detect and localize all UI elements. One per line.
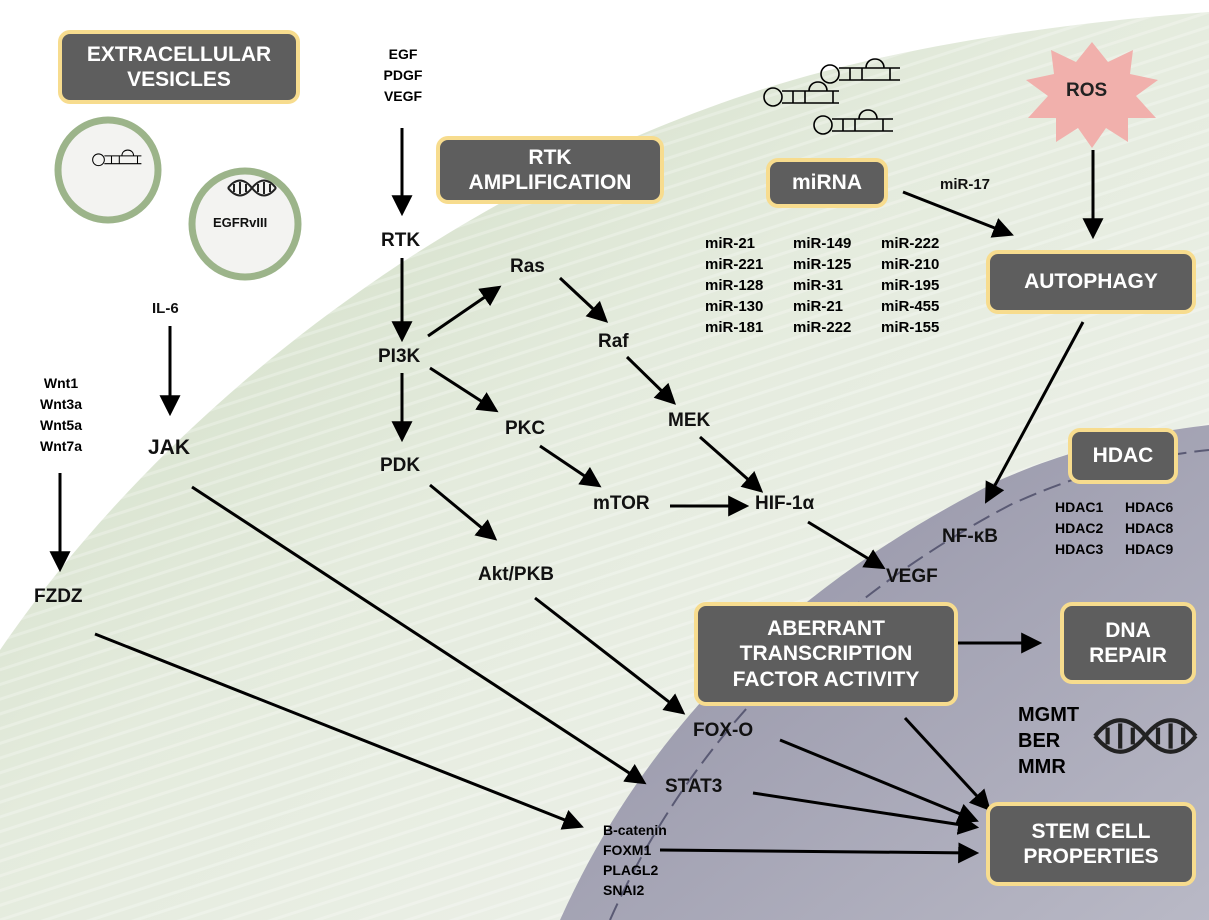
node-hif1a: HIF-1α: [755, 493, 815, 514]
box-mirna: miRNA: [766, 158, 888, 208]
box-aberrant-line3: FACTOR ACTIVITY: [732, 667, 920, 691]
node-ras: Ras: [510, 256, 545, 277]
mirna-item: miR-155: [881, 319, 940, 336]
growth-factor-item: VEGF: [383, 88, 423, 104]
wnt-item: Wnt3a: [40, 396, 82, 412]
box-autophagy-label: AUTOPHAGY: [1024, 270, 1158, 294]
box-aberrant-transcription: ABERRANT TRANSCRIPTION FACTOR ACTIVITY: [694, 602, 958, 706]
box-hdac-label: HDAC: [1092, 444, 1154, 468]
vesicle-egfrviii-label: EGFRvIII: [213, 215, 268, 230]
node-akt-pkb: Akt/PKB: [478, 564, 555, 585]
wnt-item: Wnt7a: [40, 438, 82, 454]
mirna-item: miR-21: [793, 298, 844, 315]
box-stem-cell-line2: PROPERTIES: [1023, 845, 1159, 868]
ros-label: ROS: [1066, 80, 1108, 101]
mirna-item: miR-125: [793, 256, 852, 273]
box-autophagy: AUTOPHAGY: [986, 250, 1196, 314]
hdac-item: HDAC8: [1125, 520, 1174, 536]
mirna-item: miR-31: [793, 277, 844, 294]
node-il6: IL-6: [152, 300, 179, 317]
growth-factor-item: EGF: [388, 46, 418, 62]
target-item: PLAGL2: [603, 862, 659, 878]
target-item: B-catenin: [603, 822, 667, 838]
repair-item: MMR: [1018, 756, 1066, 778]
node-jak: JAK: [148, 436, 191, 459]
mirna-item: miR-221: [705, 256, 764, 273]
node-stat3: STAT3: [665, 776, 723, 797]
repair-item: MGMT: [1018, 704, 1080, 726]
node-nfkb: NF-κB: [942, 526, 998, 547]
node-pdk: PDK: [380, 455, 421, 476]
mirna-item: miR-195: [881, 277, 940, 294]
wnt-item: Wnt1: [43, 375, 79, 391]
box-extracellular-vesicles-line2: VESICLES: [127, 68, 231, 91]
mirna-item: miR-210: [881, 256, 940, 273]
growth-factor-item: PDGF: [383, 67, 423, 83]
node-pi3k: PI3K: [378, 346, 421, 367]
target-item: SNAI2: [603, 882, 645, 898]
node-mtor: mTOR: [593, 493, 650, 514]
node-raf: Raf: [598, 331, 629, 352]
mirna-item: miR-21: [705, 235, 756, 252]
mirna-item: miR-222: [793, 319, 852, 336]
box-rtk-amplification-line1: RTK: [528, 145, 572, 169]
hdac-item: HDAC1: [1055, 499, 1104, 515]
hdac-item: HDAC3: [1055, 541, 1104, 557]
box-extracellular-vesicles-line1: EXTRACELLULAR: [86, 42, 272, 66]
box-hdac: HDAC: [1068, 428, 1178, 484]
box-dna-repair: DNA REPAIR: [1060, 602, 1196, 684]
growth-factor-list: EGF PDGF VEGF: [378, 44, 428, 107]
box-stem-cell-line1: STEM CELL: [1031, 819, 1151, 843]
box-dna-repair-line2: REPAIR: [1089, 644, 1167, 667]
mirna-hairpin-icon: [92, 58, 900, 167]
hdac-item: HDAC6: [1125, 499, 1174, 515]
box-rtk-amplification-line2: AMPLIFICATION: [468, 171, 632, 194]
mirna-item: miR-128: [705, 277, 764, 294]
hdac-list: HDAC1 HDAC6 HDAC2 HDAC8 HDAC3 HDAC9: [1055, 497, 1195, 560]
vesicle-left: [54, 116, 162, 224]
mirna-item: miR-130: [705, 298, 764, 315]
repair-item: BER: [1018, 730, 1061, 752]
node-mir17: miR-17: [940, 176, 991, 193]
hdac-item: HDAC9: [1125, 541, 1174, 557]
node-mek: MEK: [668, 410, 711, 431]
target-item: FOXM1: [603, 842, 652, 858]
node-foxo: FOX-O: [693, 720, 754, 741]
box-extracellular-vesicles: EXTRACELLULAR VESICLES: [58, 30, 300, 104]
vesicle-right: [188, 167, 302, 281]
node-pkc: PKC: [505, 418, 546, 439]
node-rtk: RTK: [381, 230, 421, 251]
mirna-item: miR-222: [881, 235, 940, 252]
target-list: B-catenin FOXM1 PLAGL2 SNAI2: [603, 820, 667, 900]
hdac-item: HDAC2: [1055, 520, 1104, 536]
box-dna-repair-line1: DNA: [1105, 618, 1151, 642]
wnt-item: Wnt5a: [40, 417, 82, 433]
mirna-list: miR-21 miR-149 miR-222 miR-221 miR-125 m…: [705, 233, 969, 338]
dna-repair-list: MGMT BER MMR: [1018, 702, 1079, 780]
node-vegf: VEGF: [886, 566, 938, 587]
wnt-list: Wnt1 Wnt3a Wnt5a Wnt7a: [36, 373, 86, 457]
mirna-item: miR-455: [881, 298, 940, 315]
ros-burst: [1026, 42, 1158, 148]
dna-helix-icon: [227, 179, 1198, 754]
mirna-item: miR-149: [793, 235, 852, 252]
box-stem-cell-properties: STEM CELL PROPERTIES: [986, 802, 1196, 886]
box-aberrant-line1: ABERRANT: [767, 617, 885, 641]
box-rtk-amplification: RTK AMPLIFICATION: [436, 136, 664, 204]
box-aberrant-line2: TRANSCRIPTION: [739, 642, 913, 666]
mirna-item: miR-181: [705, 319, 764, 336]
box-mirna-label: miRNA: [791, 171, 862, 195]
node-fzdz: FZDZ: [34, 586, 83, 607]
